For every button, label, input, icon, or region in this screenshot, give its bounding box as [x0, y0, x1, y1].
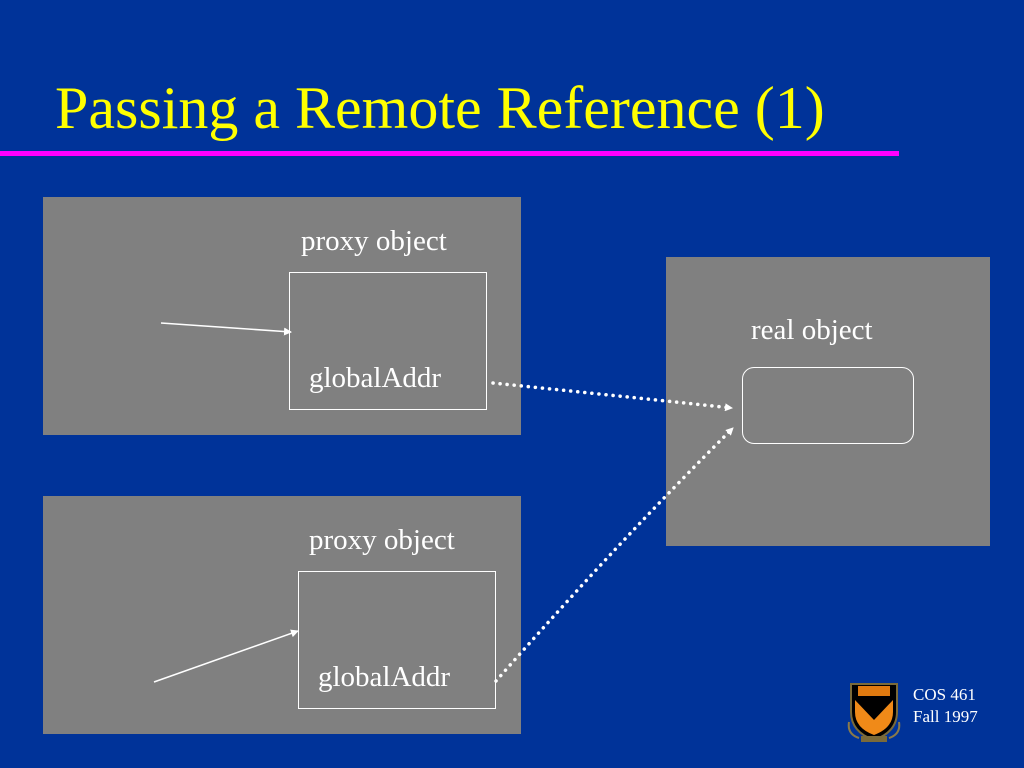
reference-arrow-top: [160, 322, 292, 336]
real-object-box: [742, 367, 914, 444]
course-term: Fall 1997: [913, 707, 978, 726]
proxy-object-box-bottom: [298, 571, 496, 709]
proxy-object-label-bottom: proxy object: [309, 524, 455, 556]
reference-arrow-bottom: [153, 629, 299, 683]
address-space-top: [43, 197, 521, 435]
address-space-real: [666, 257, 990, 546]
global-addr-label-top: globalAddr: [309, 362, 442, 394]
dotted-arrow-top: [491, 381, 734, 412]
address-space-bottom: [43, 496, 521, 734]
dotted-arrow-bottom: [494, 426, 735, 683]
title-underline: [0, 151, 899, 156]
proxy-object-box-top: [289, 272, 487, 410]
course-footer: COS 461 Fall 1997: [913, 684, 978, 728]
princeton-shield-icon: [847, 683, 901, 742]
real-object-label: real object: [751, 314, 873, 346]
global-addr-label-bottom: globalAddr: [318, 661, 451, 693]
proxy-object-label-top: proxy object: [301, 225, 447, 257]
slide-title: Passing a Remote Reference (1): [55, 75, 825, 141]
course-code: COS 461: [913, 685, 976, 704]
